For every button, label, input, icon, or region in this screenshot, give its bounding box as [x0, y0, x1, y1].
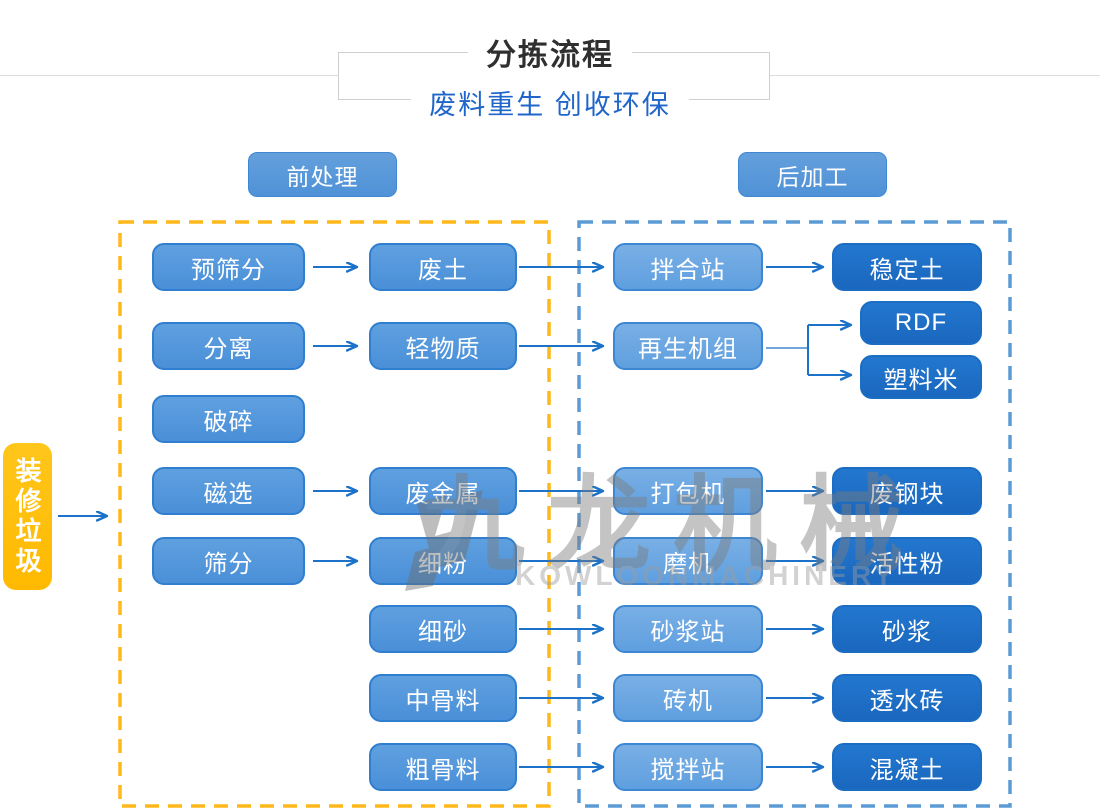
node-active-powder: 活性粉 [832, 537, 982, 585]
page-title: 分拣流程 [0, 30, 1100, 74]
node-rdf: RDF [860, 301, 982, 345]
node-baler: 打包机 [613, 467, 763, 515]
node-coarse-aggregate: 粗骨料 [369, 743, 517, 791]
node-stabilized-soil: 稳定土 [832, 243, 982, 291]
node-mixing-station: 拌合站 [613, 243, 763, 291]
node-medium-aggregate: 中骨料 [369, 674, 517, 722]
node-scrap-steel: 废钢块 [832, 467, 982, 515]
node-mortar-station: 砂浆站 [613, 605, 763, 653]
node-crushing: 破碎 [152, 395, 305, 443]
node-mill: 磨机 [613, 537, 763, 585]
node-fine-sand: 细砂 [369, 605, 517, 653]
node-permeable-brick: 透水砖 [832, 674, 982, 722]
node-magnetic-separation: 磁选 [152, 467, 305, 515]
node-fine-powder: 细粉 [369, 537, 517, 585]
node-regeneration-unit: 再生机组 [613, 322, 763, 370]
node-screening: 筛分 [152, 537, 305, 585]
node-separation: 分离 [152, 322, 305, 370]
node-pre-screening: 预筛分 [152, 243, 305, 291]
node-mortar: 砂浆 [832, 605, 982, 653]
source-node-renovation-waste: 装修垃圾 [3, 443, 52, 590]
node-light-material: 轻物质 [369, 322, 517, 370]
pre-processing-header: 前处理 [248, 152, 397, 197]
node-scrap-metal: 废金属 [369, 467, 517, 515]
page-subtitle: 废料重生 创收环保 [0, 83, 1100, 122]
node-brick-machine: 砖机 [613, 674, 763, 722]
node-concrete-mixing-station: 搅拌站 [613, 743, 763, 791]
node-plastic-pellets: 塑料米 [860, 355, 982, 399]
post-processing-header: 后加工 [738, 152, 887, 197]
node-waste-soil: 废土 [369, 243, 517, 291]
node-concrete: 混凝土 [832, 743, 982, 791]
